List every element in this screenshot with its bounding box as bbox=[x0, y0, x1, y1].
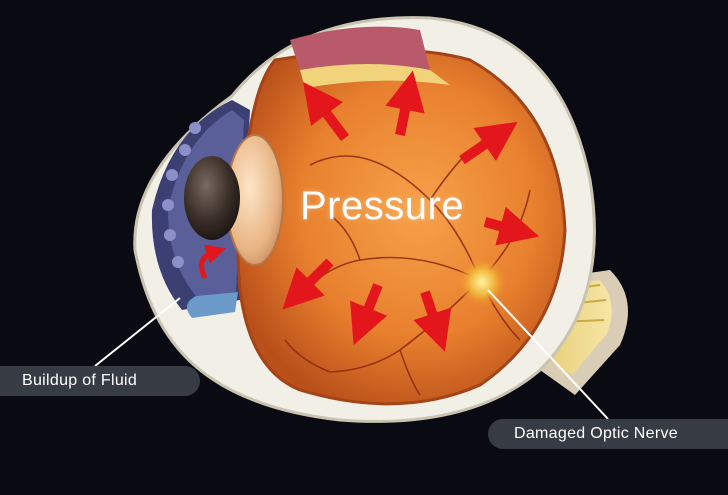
pressure-arrow-2 bbox=[385, 70, 425, 136]
fluid-arrow bbox=[199, 244, 226, 280]
pressure-arrow-6 bbox=[350, 283, 388, 346]
pressure-arrow-7 bbox=[413, 290, 452, 352]
optic-pointer-line bbox=[487, 289, 609, 420]
pressure-label: Pressure bbox=[300, 184, 465, 228]
buildup-of-fluid-label: Buildup of Fluid bbox=[0, 366, 200, 396]
fluid-pointer-line bbox=[94, 297, 181, 367]
pressure-arrow-4 bbox=[483, 206, 540, 246]
optic-disc bbox=[456, 256, 508, 308]
pressure-arrow-5 bbox=[282, 258, 334, 310]
pressure-arrow-1 bbox=[303, 82, 349, 141]
ciliary-band bbox=[290, 26, 430, 71]
pupil bbox=[184, 156, 240, 240]
pressure-arrows bbox=[282, 70, 540, 352]
damaged-optic-nerve-label: Damaged Optic Nerve bbox=[488, 419, 728, 449]
pressure-arrow-3 bbox=[459, 121, 518, 165]
